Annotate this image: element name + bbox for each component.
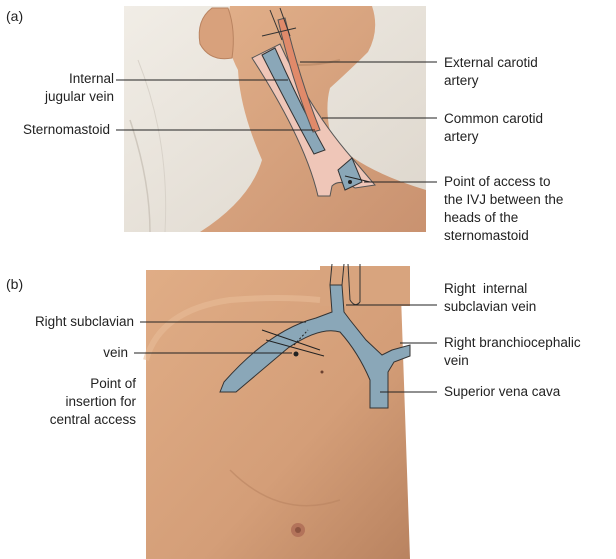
panel-b-photo bbox=[146, 266, 410, 559]
label-point-of-access: Point of access to the IVJ between the h… bbox=[444, 173, 563, 245]
label-right-subclavian: Right subclavian bbox=[35, 313, 134, 331]
label-external-carotid-artery: External carotid artery bbox=[444, 54, 538, 90]
label-internal-jugular-vein: Internal jugular vein bbox=[45, 70, 114, 106]
label-superior-vena-cava: Superior vena cava bbox=[444, 383, 560, 401]
label-right-brachiocephalic-vein: Right branchiocephalic vein bbox=[444, 334, 581, 370]
label-point-of-insertion: Point of insertion for central access bbox=[50, 375, 136, 429]
label-sternomastoid: Sternomastoid bbox=[23, 121, 110, 139]
label-common-carotid-artery: Common carotid artery bbox=[444, 110, 543, 146]
panel-a-label: (a) bbox=[6, 8, 23, 24]
label-right-internal-subclavian-vein: Right internal subclavian vein bbox=[444, 280, 536, 316]
label-vein: vein bbox=[103, 344, 128, 362]
panel-a-photo bbox=[124, 6, 426, 232]
panel-b-label: (b) bbox=[6, 276, 23, 292]
